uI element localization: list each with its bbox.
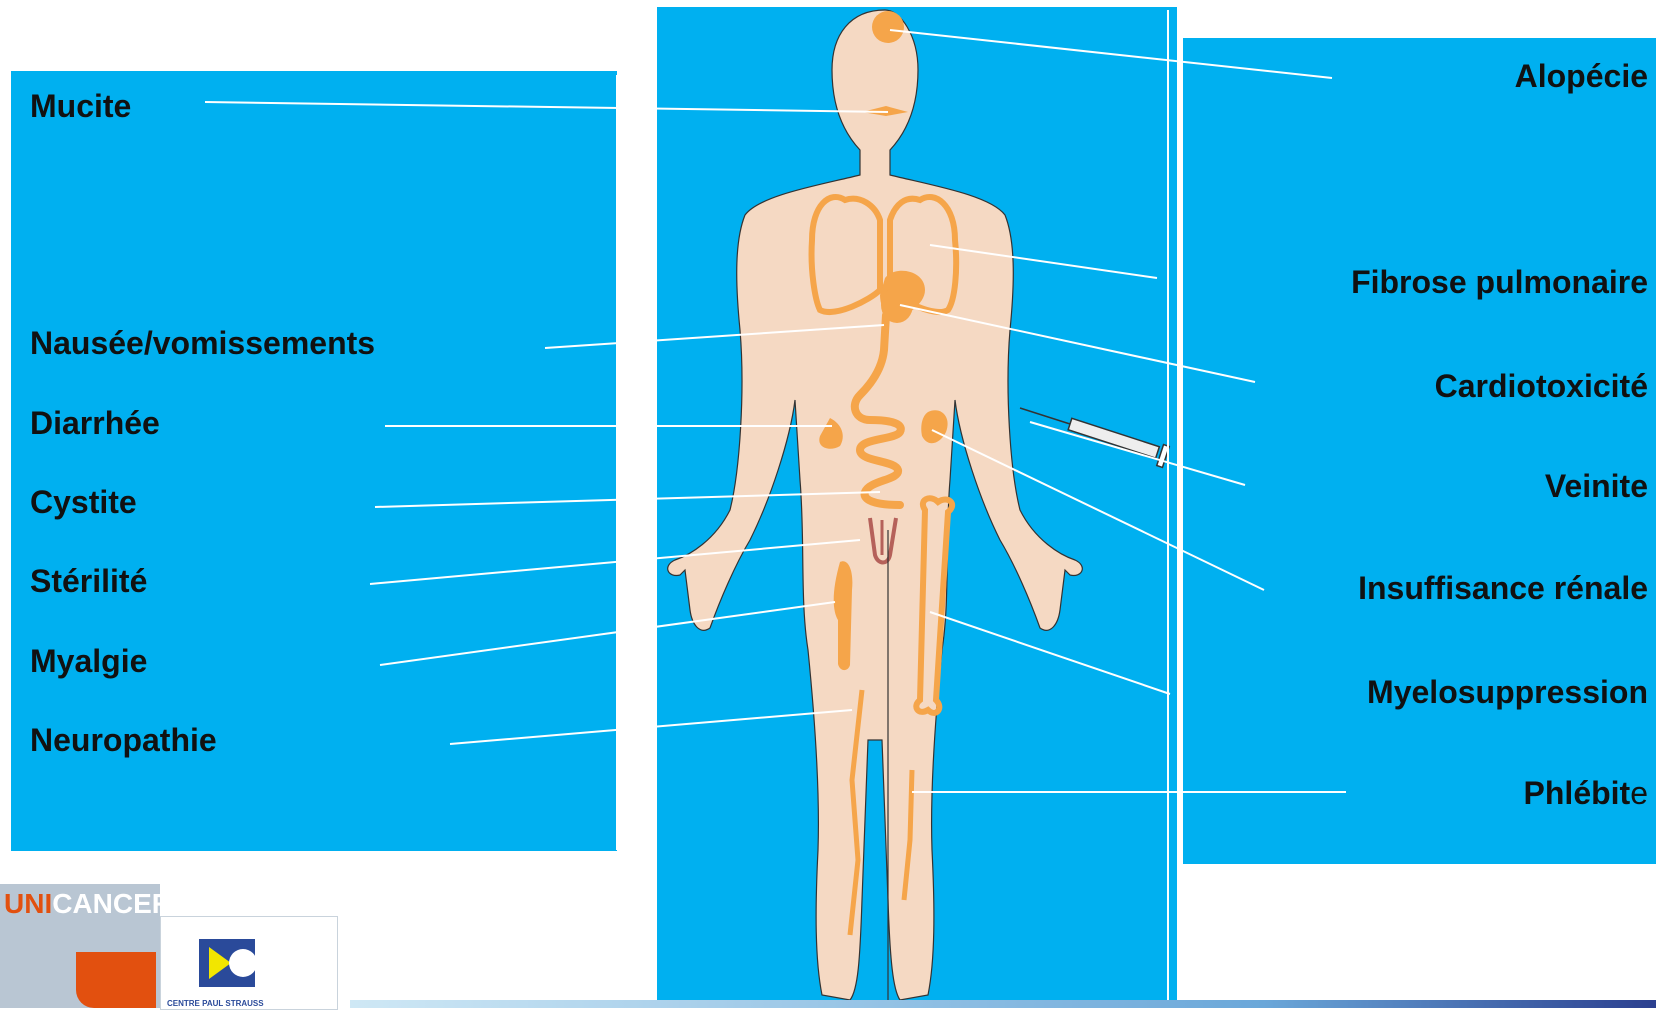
unicancer-cancer-text: CANCER [52,888,172,919]
unicancer-uni-text: UNI [4,888,52,919]
cps-text: CENTRE PAUL STRAUSS [167,999,264,1008]
centre-paul-strauss-logo: CENTRE PAUL STRAUSS [160,916,338,1010]
unicancer-orange-block [76,952,156,1008]
cps-emblem-icon [161,917,337,1009]
scalp-spot [872,11,904,43]
syringe-icon [1020,408,1169,467]
connector-lines [205,10,1346,1000]
footer-bar [350,1000,1656,1008]
